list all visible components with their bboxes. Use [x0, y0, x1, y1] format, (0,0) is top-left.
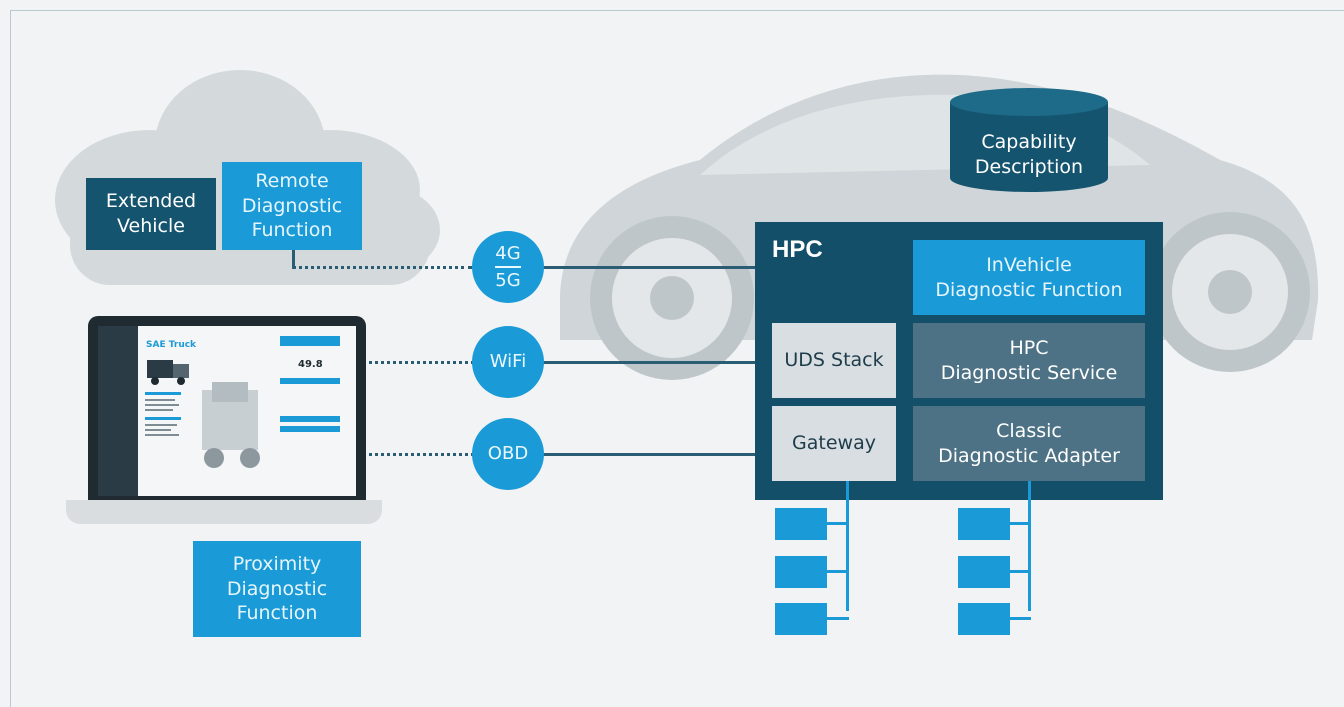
obd-node: OBD	[472, 418, 544, 490]
app-panel-header	[280, 336, 340, 346]
wifi-line	[540, 361, 772, 364]
ecu-block	[775, 508, 827, 540]
remote-dotted-drop	[292, 250, 295, 268]
vehicle-info-text-block	[145, 392, 185, 452]
ecu-connector	[1010, 522, 1031, 525]
truck-render-icon	[202, 382, 260, 468]
uds-stack-box: UDS Stack	[772, 323, 896, 398]
hpc-diagnostic-service-box: HPC Diagnostic Service	[913, 323, 1145, 398]
wifi-dotted-link	[362, 361, 474, 364]
4g-5g-node: 4G 5G	[472, 231, 544, 303]
ecu-block	[958, 556, 1010, 588]
ecu-block	[958, 603, 1010, 635]
ecu-block	[958, 508, 1010, 540]
adapter-bus-line	[1028, 481, 1031, 611]
5g-label: 5G	[495, 269, 521, 291]
truck-thumbnail-icon	[147, 360, 189, 385]
remote-dotted-link	[292, 266, 472, 269]
obd-dotted-link	[362, 453, 474, 456]
ecu-block	[775, 556, 827, 588]
capability-description-label: Capability Description	[974, 131, 1084, 178]
classic-diagnostic-adapter-box: Classic Diagnostic Adapter	[913, 406, 1145, 481]
4g-label: 4G	[495, 243, 521, 268]
remote-diagnostic-function-box: Remote Diagnostic Function	[222, 162, 362, 250]
laptop-base	[66, 500, 382, 524]
extended-vehicle-box: Extended Vehicle	[86, 178, 216, 250]
car-silhouette	[560, 74, 1319, 380]
obd-line	[540, 453, 772, 456]
app-readout-value: 49.8	[298, 359, 323, 370]
4g5g-line	[540, 266, 912, 269]
ecu-connector	[1010, 617, 1031, 620]
database-cylinder	[950, 88, 1108, 192]
app-panel-bar	[280, 378, 340, 384]
wifi-node: WiFi	[472, 326, 544, 398]
ecu-connector	[1010, 570, 1031, 573]
app-panel-bar	[280, 426, 340, 432]
hpc-title: HPC	[772, 236, 823, 263]
laptop-app-title: SAE Truck	[146, 340, 197, 350]
diagram-frame	[10, 10, 1344, 707]
ecu-connector	[827, 570, 849, 573]
app-panel-bar	[280, 416, 340, 422]
invehicle-diagnostic-function-box: InVehicle Diagnostic Function	[913, 240, 1145, 315]
ecu-block	[775, 603, 827, 635]
gateway-bus-line	[846, 481, 849, 611]
ecu-connector	[827, 522, 849, 525]
ecu-connector	[827, 617, 849, 620]
laptop-app-sidebar	[98, 326, 138, 496]
gateway-box: Gateway	[772, 406, 896, 481]
proximity-diagnostic-function-box: Proximity Diagnostic Function	[193, 541, 361, 637]
